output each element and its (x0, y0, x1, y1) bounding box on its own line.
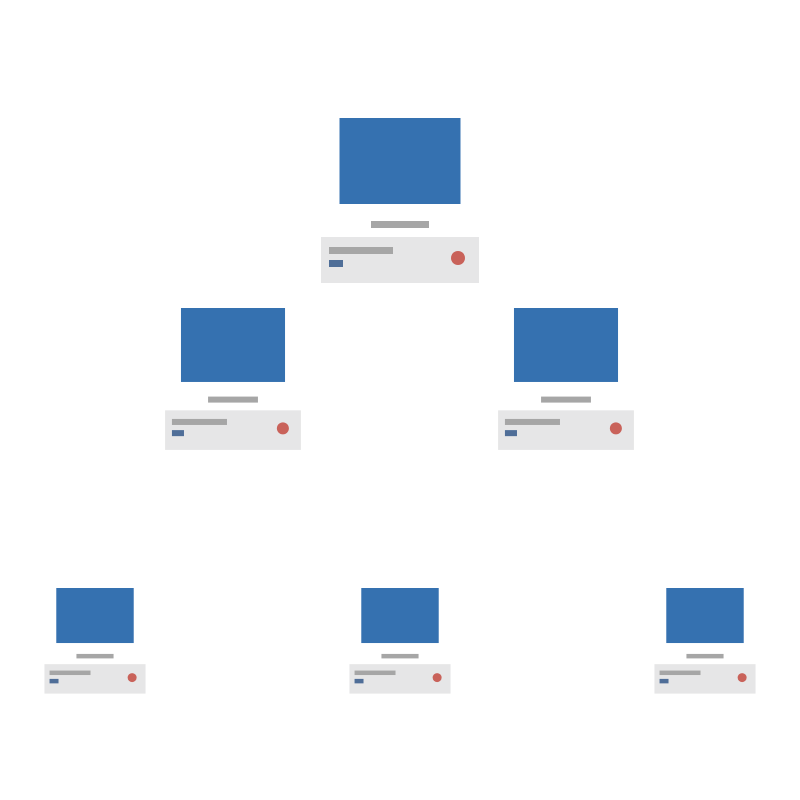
drive-light (354, 678, 364, 684)
drive-slot (504, 418, 560, 425)
power-button-icon (127, 673, 137, 683)
power-button-icon (276, 422, 289, 435)
drive-light (171, 430, 184, 437)
drive-slot (659, 670, 701, 676)
power-button-icon (451, 251, 465, 265)
monitor-screen (180, 308, 286, 382)
drive-light (49, 678, 59, 684)
computer-3 (498, 308, 634, 450)
power-button-icon (609, 422, 622, 435)
drive-light (329, 260, 343, 267)
monitor-stand (541, 396, 591, 403)
monitor-screen (513, 308, 619, 382)
monitor-stand (371, 221, 429, 228)
drive-slot (49, 670, 91, 676)
power-button-icon (432, 673, 442, 683)
monitor-stand (208, 396, 258, 403)
drive-slot (354, 670, 396, 676)
monitor-stand (686, 653, 724, 659)
drive-light (659, 678, 669, 684)
computer-5 (349, 588, 451, 694)
computer-2 (165, 308, 301, 450)
monitor-screen (339, 118, 461, 204)
monitor-screen (56, 588, 134, 644)
drive-slot (329, 247, 393, 254)
drive-slot (171, 418, 227, 425)
power-button-icon (737, 673, 747, 683)
monitor-stand (381, 653, 419, 659)
monitor-screen (666, 588, 744, 644)
computer-6 (654, 588, 756, 694)
drive-light (504, 430, 517, 437)
monitor-screen (361, 588, 439, 644)
computer-1 (321, 118, 479, 283)
computer-4 (44, 588, 146, 694)
monitor-stand (76, 653, 114, 659)
